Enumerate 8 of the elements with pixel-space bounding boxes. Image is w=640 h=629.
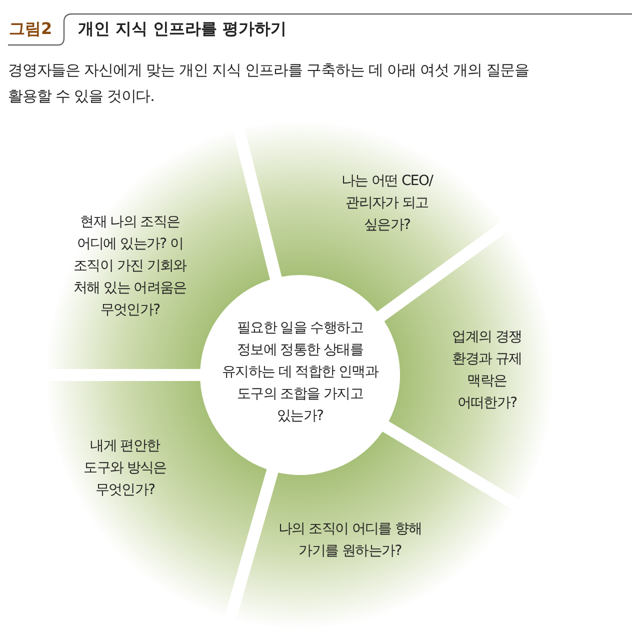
title: 개인 지식 인프라를 평가하기 [78,19,287,40]
intro-text: 경영자들은 자신에게 맞는 개인 지식 인프라를 구축하는 데 아래 여섯 개의 질문을 활용할 수 있을 것이다. [8,60,530,107]
figure-number: 그림2 [9,19,52,40]
question-text: 업계의 경쟁 환경과 규제 맥락은 어떠한가? [442,326,532,414]
question-text: 나는 어떤 CEO/관리자가 되고 싶은가? [340,170,434,236]
question-text: 필요한 일을 수행하고 정보에 정통한 상태를 유지하는 데 적합한 인맥과 도구의 조합을 가지고 있는가? [218,317,382,427]
question-text: 내게 편안한 도구와 방식은 무엇인가? [80,435,170,501]
question-text: 나의 조직이 어디를 향해 가기를 원하는가? [262,518,438,562]
